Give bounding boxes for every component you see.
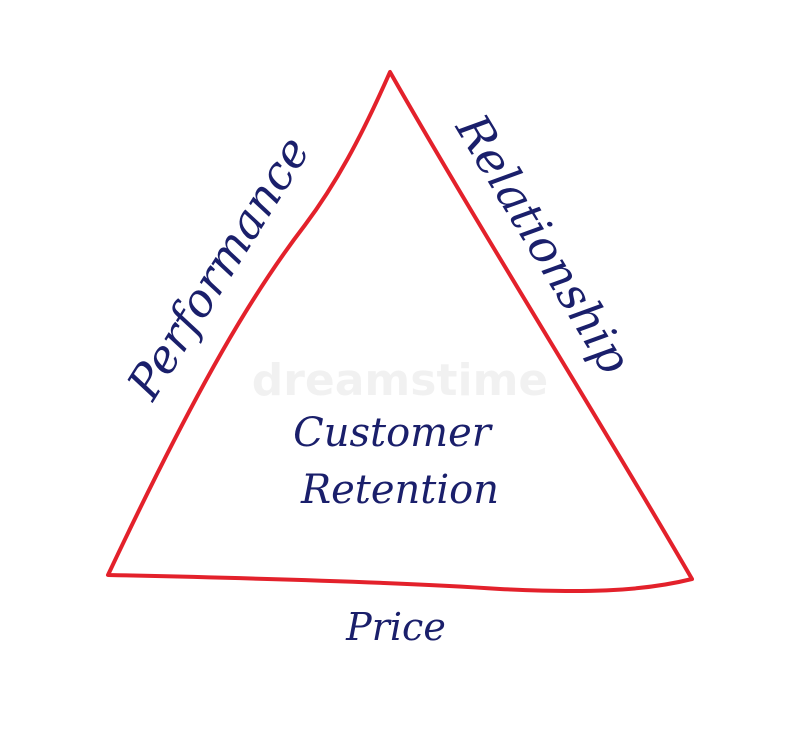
center-label-retention: Retention bbox=[300, 467, 499, 513]
center-label-customer: Customer bbox=[293, 410, 494, 456]
side-label-relationship: Relationship bbox=[445, 104, 642, 383]
watermark: dreamstime bbox=[252, 355, 549, 406]
side-label-price: Price bbox=[345, 605, 446, 649]
triangle-outline bbox=[106, 70, 694, 594]
